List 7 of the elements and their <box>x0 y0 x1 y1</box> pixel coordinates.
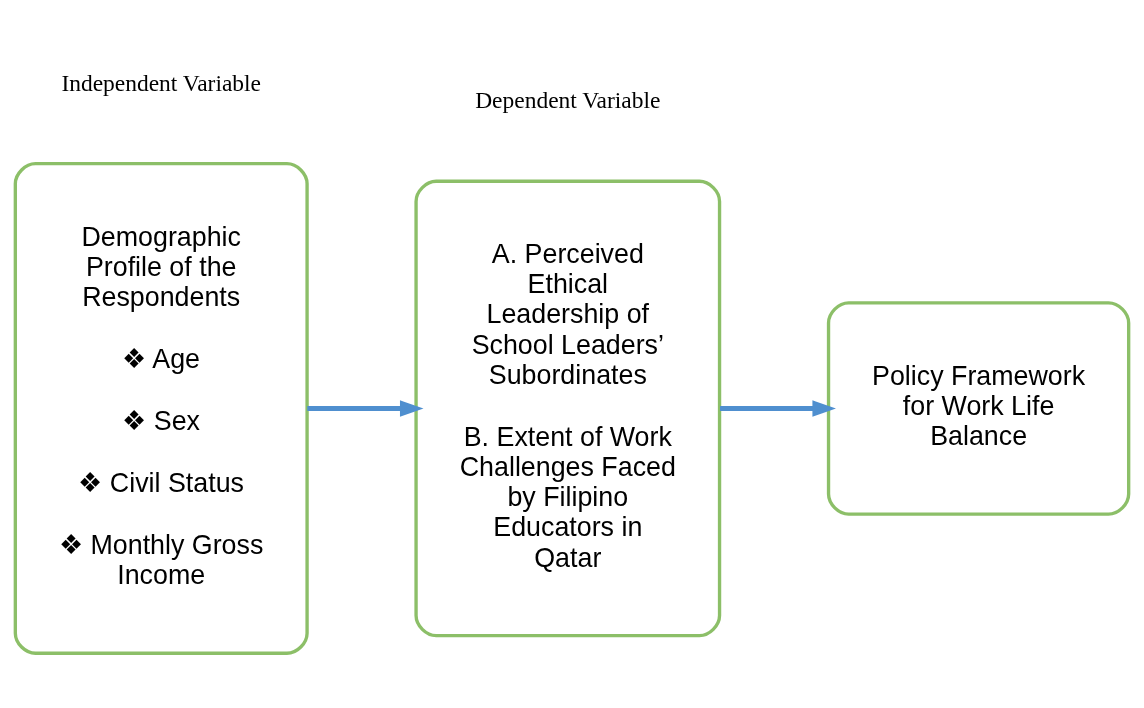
node-box: Policy Framework for Work Life Balance <box>826 301 1131 516</box>
arrow <box>307 400 424 417</box>
arrow <box>720 400 836 417</box>
label: Independent Variable <box>61 70 262 97</box>
label: Dependent Variable <box>475 86 661 113</box>
node-box: A. Perceived Ethical Leadership of School Leaders’ Subordinates B. Extent of Work Challenges Faced by Filipino Educators in Qatar <box>414 179 722 638</box>
node-box: Demographic Profile of the Respondents ❖ Age ❖ Sex ❖ Civil Status ❖ Monthly Gross Income <box>13 162 309 655</box>
